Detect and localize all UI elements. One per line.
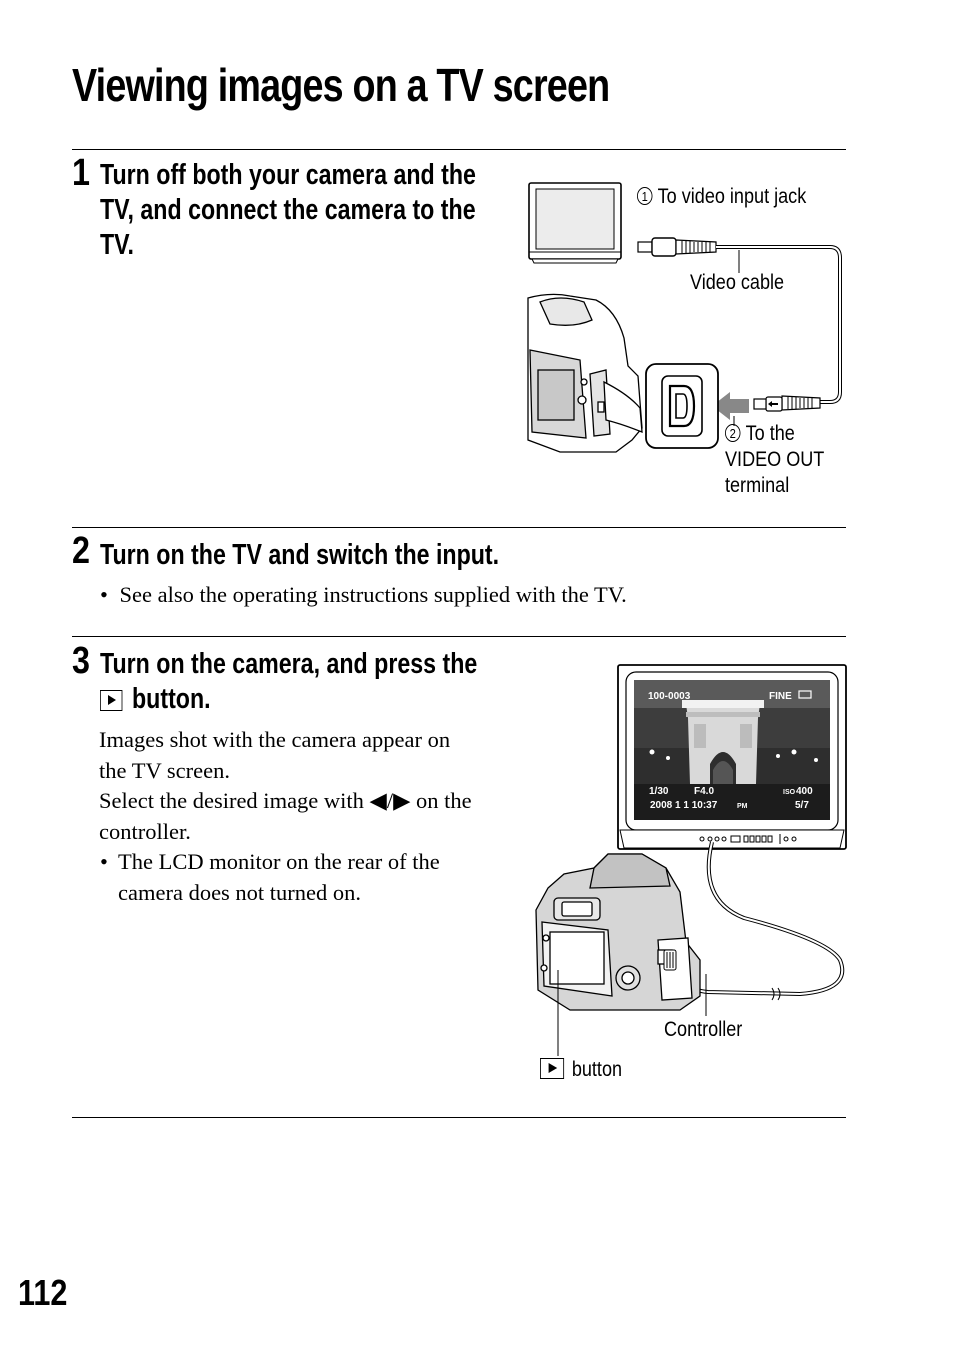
camera-icon bbox=[527, 293, 643, 453]
step-2-heading: Turn on the TV and switch the input. bbox=[100, 539, 500, 571]
bullet: • bbox=[100, 582, 108, 607]
callout-number-1: 1 bbox=[637, 187, 653, 205]
divider bbox=[72, 527, 846, 528]
tv-playback-diagram: 100-0003 FINE 1/30 F4.0 ISO 400 2008 1 1… bbox=[535, 664, 847, 1056]
divider bbox=[72, 636, 846, 637]
rca-plug-icon bbox=[637, 237, 717, 257]
playback-image: 100-0003 FINE 1/30 F4.0 ISO 400 2008 1 1… bbox=[634, 680, 830, 820]
osd-shutter: 1/30 bbox=[649, 786, 669, 797]
body-line: the TV screen. bbox=[99, 757, 231, 783]
callout-number-2: 2 bbox=[725, 424, 741, 442]
step-3-body: Images shot with the camera appear on th… bbox=[99, 725, 509, 908]
body-line: Images shot with the camera appear on bbox=[99, 727, 451, 752]
step-3-heading-text: button. bbox=[132, 683, 211, 715]
controller-label: Controller bbox=[664, 1018, 743, 1041]
osd-ampm: PM bbox=[737, 803, 748, 810]
video-plug-icon bbox=[663, 949, 677, 971]
callout-text: terminal bbox=[725, 474, 790, 497]
osd-folder-file: 100-0003 bbox=[648, 691, 691, 702]
video-out-terminal-icon bbox=[645, 363, 719, 449]
osd-count: 5/7 bbox=[795, 800, 809, 811]
osd-quality: FINE bbox=[769, 691, 792, 702]
step-3-number: 3 bbox=[72, 640, 90, 682]
camera-icon bbox=[535, 853, 701, 1011]
bullet-text: camera does not turned on. bbox=[118, 879, 362, 905]
step-2-bullet: • See also the operating instructions su… bbox=[100, 580, 627, 611]
bullet-text: See also the operating instructions supp… bbox=[119, 582, 627, 607]
video-cable-label: Video cable bbox=[690, 271, 785, 294]
callout-text: To video input jack bbox=[657, 185, 807, 208]
video-plug-icon bbox=[753, 395, 821, 412]
osd-date: 2008 1 1 10:37 bbox=[650, 800, 718, 811]
step-3-heading: Turn on the camera, and press the button… bbox=[100, 647, 477, 717]
image-size-icon bbox=[798, 690, 812, 699]
divider bbox=[72, 1117, 846, 1118]
osd-iso-label: ISO bbox=[783, 789, 796, 796]
playback-button-label: button bbox=[540, 1057, 622, 1083]
step-1-heading: Turn off both your camera and the TV, an… bbox=[100, 158, 476, 263]
step-3-bullet: • The LCD monitor on the rear of the cam… bbox=[99, 847, 509, 908]
tv-icon bbox=[528, 182, 622, 264]
callout-text: VIDEO OUT bbox=[725, 448, 825, 471]
step-1-heading-line: TV, and connect the camera to the bbox=[100, 194, 476, 226]
step-2-number: 2 bbox=[72, 530, 90, 572]
osd-aperture: F4.0 bbox=[694, 786, 714, 797]
body-line: Select the desired image with ◀/▶ on the bbox=[99, 788, 472, 813]
step-3-heading-line: button. bbox=[100, 682, 477, 717]
button-label-text: button bbox=[571, 1058, 623, 1081]
bullet-text: The LCD monitor on the rear of the bbox=[118, 849, 440, 874]
osd-iso: 400 bbox=[796, 786, 813, 797]
step-1-heading-line: TV. bbox=[100, 229, 134, 261]
tv-connection-diagram bbox=[527, 182, 842, 453]
callout-text: To the bbox=[745, 422, 795, 445]
step-1-heading-line: Turn off both your camera and the bbox=[100, 159, 476, 191]
page-title: Viewing images on a TV screen bbox=[72, 59, 610, 111]
divider bbox=[72, 149, 846, 150]
page-number: 112 bbox=[18, 1272, 68, 1313]
playback-button-icon bbox=[100, 690, 123, 711]
arrow-left-icon bbox=[712, 392, 749, 420]
body-line: controller. bbox=[99, 818, 191, 844]
step-1-number: 1 bbox=[72, 152, 90, 194]
playback-button-icon bbox=[540, 1058, 565, 1079]
bullet: • bbox=[100, 849, 108, 874]
step-3-heading-line: Turn on the camera, and press the bbox=[100, 648, 478, 680]
